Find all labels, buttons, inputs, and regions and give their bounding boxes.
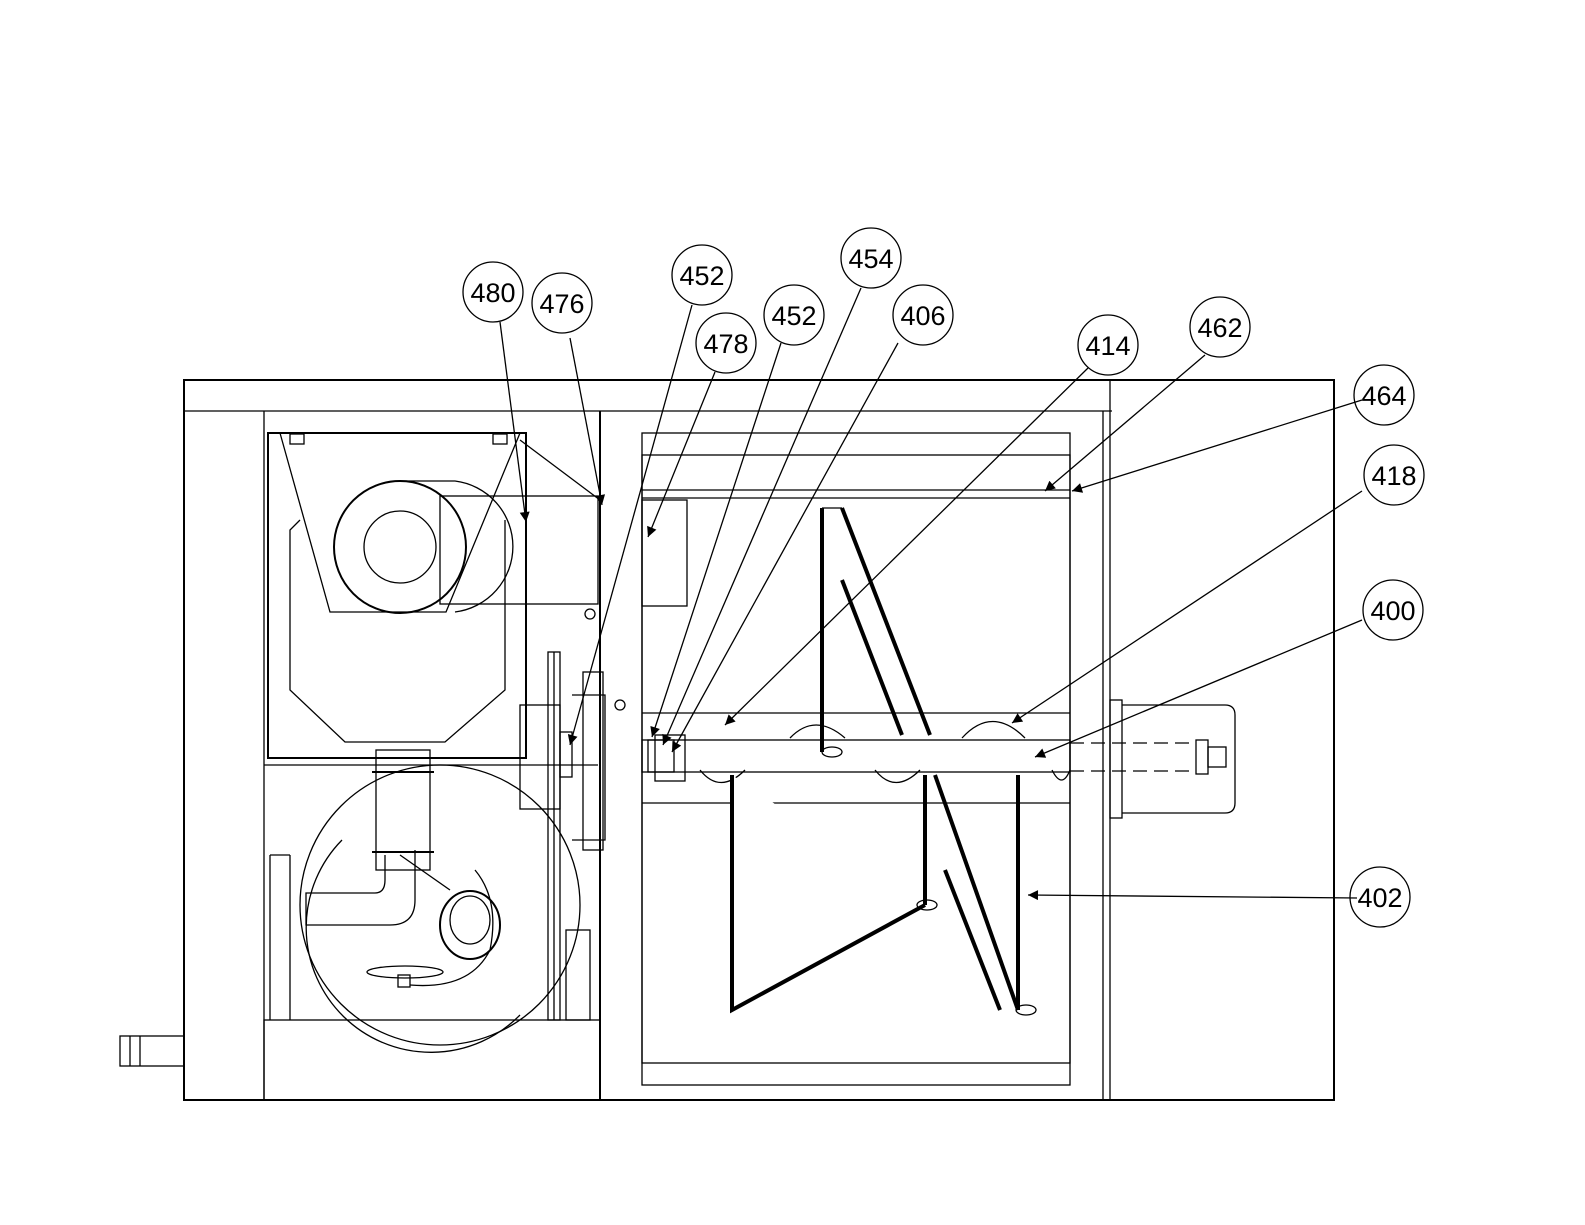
callout-label: 480 bbox=[470, 278, 515, 308]
callout-label: 462 bbox=[1197, 313, 1242, 343]
callout-418: 418 bbox=[1364, 445, 1424, 505]
callout-label: 418 bbox=[1371, 461, 1416, 491]
callout-452-second: 452 bbox=[764, 285, 824, 345]
callout-402: 402 bbox=[1350, 867, 1410, 927]
chain-drive bbox=[520, 609, 625, 1020]
callout-480: 480 bbox=[463, 262, 523, 322]
callout-452-top: 452 bbox=[672, 245, 732, 305]
callout-label: 402 bbox=[1357, 883, 1402, 913]
callout-414: 414 bbox=[1078, 315, 1138, 375]
callout-454: 454 bbox=[841, 228, 901, 288]
callout-464: 464 bbox=[1354, 365, 1414, 425]
callout-label: 414 bbox=[1085, 331, 1130, 361]
motor-assembly bbox=[120, 750, 600, 1100]
callout-label: 406 bbox=[900, 301, 945, 331]
callout-label: 464 bbox=[1361, 381, 1406, 411]
callout-462: 462 bbox=[1190, 297, 1250, 357]
callout-label: 452 bbox=[771, 301, 816, 331]
callout-400: 400 bbox=[1363, 580, 1423, 640]
callout-406: 406 bbox=[893, 285, 953, 345]
blower-assembly bbox=[268, 433, 600, 758]
callout-478: 478 bbox=[696, 313, 756, 373]
callout-476: 476 bbox=[532, 273, 592, 333]
agitator-shaft bbox=[642, 735, 1195, 781]
callout-label: 454 bbox=[848, 244, 893, 274]
callout-label: 452 bbox=[679, 261, 724, 291]
callout-label: 478 bbox=[703, 329, 748, 359]
callout-label: 400 bbox=[1370, 596, 1415, 626]
mixing-chamber bbox=[642, 433, 1070, 1085]
callout-label: 476 bbox=[539, 289, 584, 319]
auger-lobes bbox=[700, 722, 1070, 783]
ribbon-agitator bbox=[732, 508, 1036, 1015]
